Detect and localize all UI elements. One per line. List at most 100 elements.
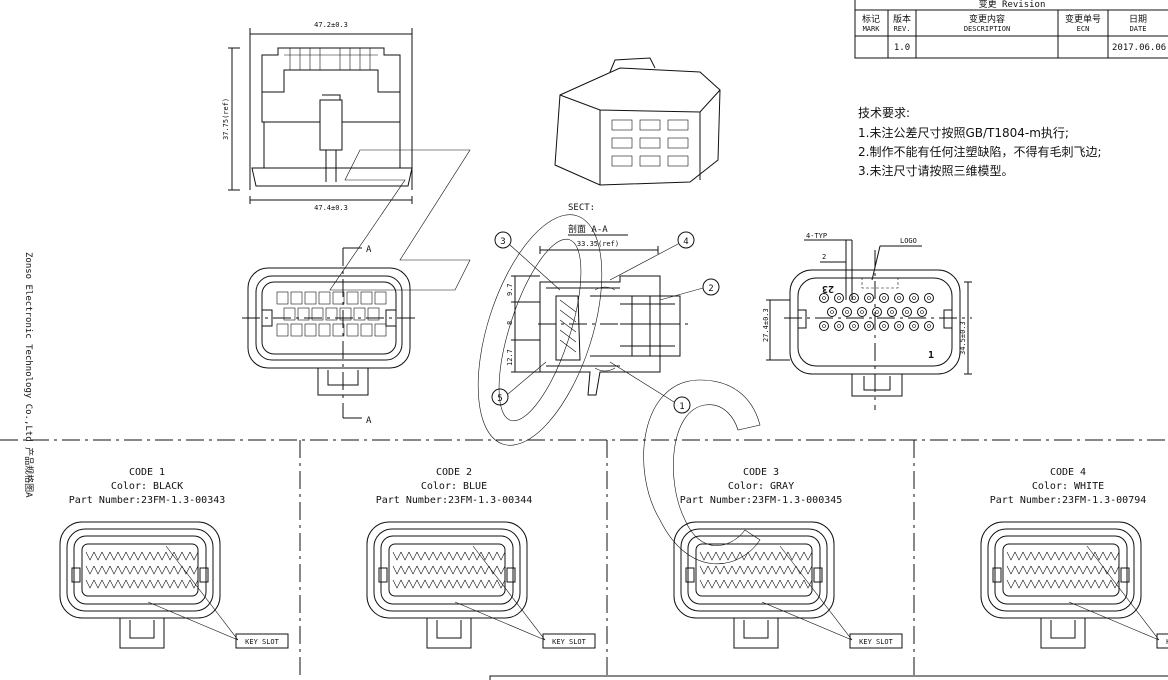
pin-circle: [909, 293, 919, 303]
pin-circle-center: [845, 310, 849, 314]
dim-front-h2: 34.5±0.3: [959, 321, 967, 355]
pin-circle-center: [912, 324, 916, 328]
pin-circle-center: [897, 324, 901, 328]
pin-circle: [849, 321, 859, 331]
dim-height-ref: 37.75(ref): [222, 98, 230, 140]
section-view: SECT: 剖面 A-A 33.35(ref) 9.7 8 12.7 3 4 2…: [491, 203, 720, 414]
dim-8: 8: [506, 321, 514, 325]
housing-outline: [980, 521, 1142, 619]
pin-circle-center: [875, 310, 879, 314]
dim-12-7: 12.7: [506, 349, 514, 366]
pin-cavity: [283, 307, 296, 321]
col-ecn-en: ECN: [1077, 25, 1090, 33]
code-part-number: Part Number:23FM-1.3-000345: [680, 495, 843, 506]
pin-circle-center: [822, 296, 826, 300]
pin-cavity: [297, 307, 310, 321]
housing-inner: [680, 528, 828, 612]
pin-cavity: [353, 307, 366, 321]
pin-circle: [842, 307, 852, 317]
dim-top-width: 47.2±0.3: [314, 21, 348, 29]
requirement-3: 3.未注尺寸请按照三维模型。: [858, 163, 1013, 178]
divider-vertical: [299, 440, 915, 680]
latch-left: [685, 567, 695, 583]
section-sect: SECT:: [568, 203, 595, 213]
dim-typ: 4-TYP: [806, 232, 827, 240]
key-slot-label: KEY SLOT: [859, 638, 894, 646]
key-slot-label: KEY SLOT: [245, 638, 280, 646]
latch-right: [1120, 567, 1130, 583]
pin-cavity: [374, 291, 387, 305]
pin-circle-center: [830, 310, 834, 314]
pin-circle: [872, 307, 882, 317]
latch-left: [378, 567, 388, 583]
technical-requirements: 技术要求: 1.未注公差尺寸按照GB/T1804-m执行; 2.制作不能有任何注…: [858, 106, 1102, 178]
housing-outline: [59, 521, 221, 619]
code-title: CODE 1: [129, 467, 165, 478]
dim-9-7: 9.7: [506, 283, 514, 296]
col-date-en: DATE: [1130, 25, 1147, 33]
balloon-4: 4: [683, 237, 688, 247]
pin-circle-center: [852, 324, 856, 328]
code-part-number: Part Number:23FM-1.3-00343: [69, 495, 226, 506]
section-label: 剖面 A-A: [568, 223, 608, 235]
balloon-1: 1: [679, 402, 684, 412]
col-mark-en: MARK: [863, 25, 881, 33]
pin-circle: [864, 293, 874, 303]
balloon-2: 2: [708, 284, 713, 294]
pin-cavity: [325, 307, 338, 321]
pin-cavity: [332, 323, 345, 337]
code-title: CODE 4: [1050, 467, 1086, 478]
pin-circle-center: [822, 324, 826, 328]
dim-section-width: 33.35(ref): [577, 240, 619, 248]
key-slot-box: [1156, 633, 1168, 649]
pin-circle: [924, 293, 934, 303]
col-rev-en: REV.: [894, 25, 911, 33]
pin-cavity: [332, 291, 345, 305]
pin-cavity: [374, 323, 387, 337]
pin-circle-center: [882, 296, 886, 300]
pin-circle-center: [927, 324, 931, 328]
pin-circle: [857, 307, 867, 317]
pin-circle-center: [897, 296, 901, 300]
pin-circle: [864, 321, 874, 331]
pin-cavity: [276, 323, 289, 337]
housing-face: [73, 535, 207, 605]
pin-cavity: [346, 291, 359, 305]
key-tab: [1040, 618, 1086, 649]
pin-circle-center: [867, 296, 871, 300]
code-part-number: Part Number:23FM-1.3-00794: [990, 495, 1147, 506]
housing-outline: [366, 521, 528, 619]
pin-circle: [887, 307, 897, 317]
pin-circle-center: [852, 296, 856, 300]
housing-face: [994, 535, 1128, 605]
pin-circle: [849, 293, 859, 303]
pin-cavity: [311, 307, 324, 321]
key-slot-leader: [147, 545, 239, 641]
pin-cavity: [318, 323, 331, 337]
col-date-cn: 日期: [1129, 14, 1147, 25]
company-side-text: Zonso Electronic Technology Co.,Ltd 产品规格…: [23, 252, 35, 498]
key-slot-leader: [761, 545, 853, 641]
pin-circle: [902, 307, 912, 317]
key-slot-label: KEY SLOT: [552, 638, 587, 646]
key-slot-box: [235, 633, 289, 649]
pin-circle-center: [890, 310, 894, 314]
pin-circle-center: [882, 324, 886, 328]
col-ecn-cn: 变更单号: [1065, 13, 1101, 25]
key-slot-leader: [1068, 545, 1160, 641]
requirement-2: 2.制作不能有任何注塑缺陷，不得有毛刺飞边;: [858, 144, 1102, 159]
pin-circle: [834, 293, 844, 303]
pin-cavity: [360, 323, 373, 337]
contact-pattern: [699, 551, 813, 589]
pin-circle-center: [912, 296, 916, 300]
pin-circle-center: [920, 310, 924, 314]
title-block-edge: [489, 675, 1168, 680]
section-marker-bottom: A: [366, 416, 372, 426]
pin-23-label: 23: [822, 283, 834, 294]
logo-label: LOGO: [900, 237, 917, 245]
key-slot-label: KEY SLOT: [1166, 638, 1168, 646]
pin-circle-center: [867, 324, 871, 328]
